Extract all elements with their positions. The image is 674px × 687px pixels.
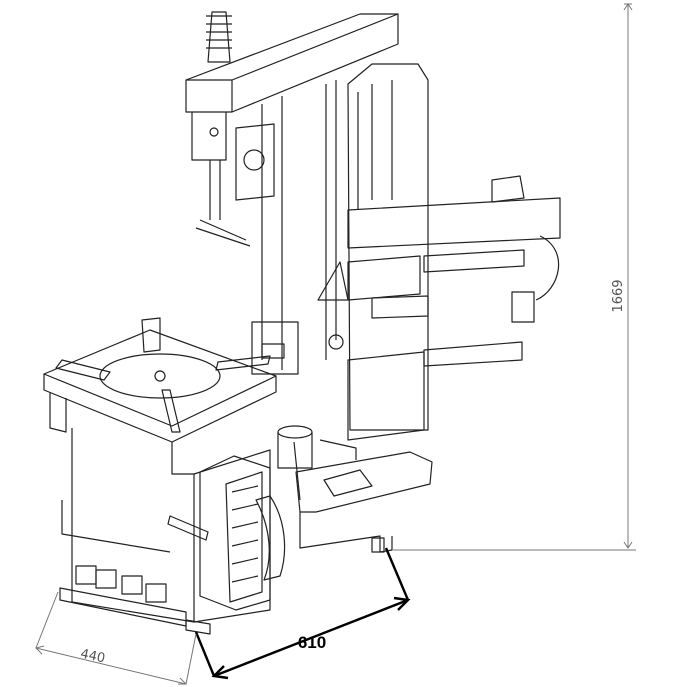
machine-cabinet: [59, 428, 271, 635]
height-dimension: [392, 3, 636, 551]
turntable-assembly: [43, 317, 277, 443]
depth-dimension: [35, 591, 197, 685]
helper-arm-column: [317, 63, 561, 441]
width-dimension: [194, 547, 411, 680]
height-label: 1669: [611, 279, 626, 312]
vertical-column: [235, 80, 337, 375]
bead-breaker-assembly: [167, 425, 433, 611]
depth-label: 440: [79, 647, 106, 667]
width-label: 610: [298, 633, 326, 652]
mount-head-assembly: [185, 11, 399, 247]
